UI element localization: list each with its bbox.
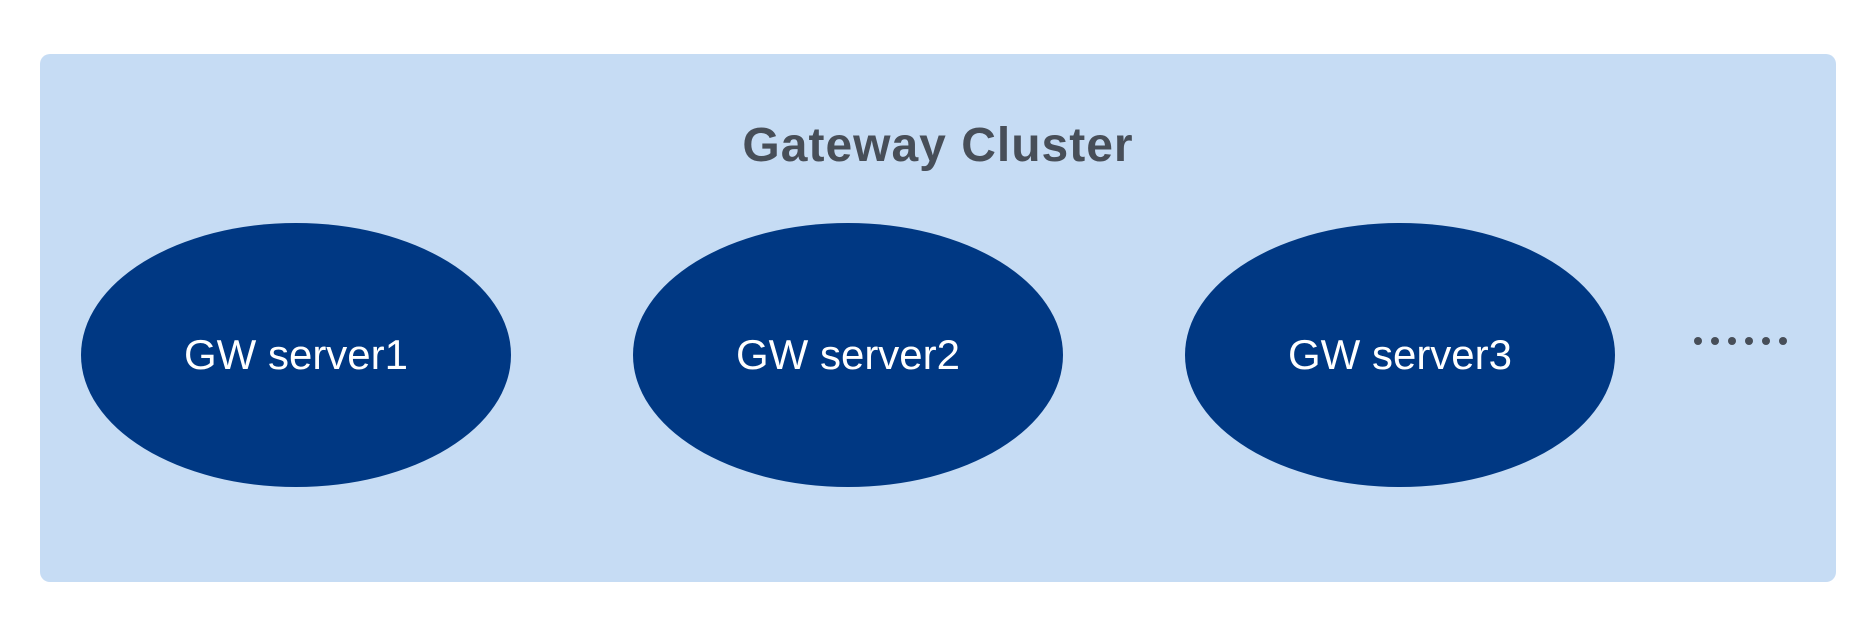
more-servers-ellipsis <box>1694 337 1787 345</box>
cluster-title: Gateway Cluster <box>742 119 1134 172</box>
ellipsis-dot <box>1745 337 1753 345</box>
gw-server-label-1: GW server1 <box>183 331 409 378</box>
gateway-cluster-container: Gateway Cluster GW server1 GW server2 GW… <box>40 54 1836 582</box>
ellipsis-dot <box>1779 337 1787 345</box>
ellipsis-dot <box>1711 337 1719 345</box>
ellipsis-dot <box>1762 337 1770 345</box>
gw-server-node-2: GW server2 <box>633 223 1063 487</box>
gw-server-node-1: GW server1 <box>81 223 511 487</box>
gw-server-node-3: GW server3 <box>1185 223 1615 487</box>
gw-server-label-2: GW server2 <box>735 331 961 378</box>
ellipsis-dot <box>1694 337 1702 345</box>
gw-server-label-3: GW server3 <box>1287 331 1513 378</box>
ellipsis-dot <box>1728 337 1736 345</box>
